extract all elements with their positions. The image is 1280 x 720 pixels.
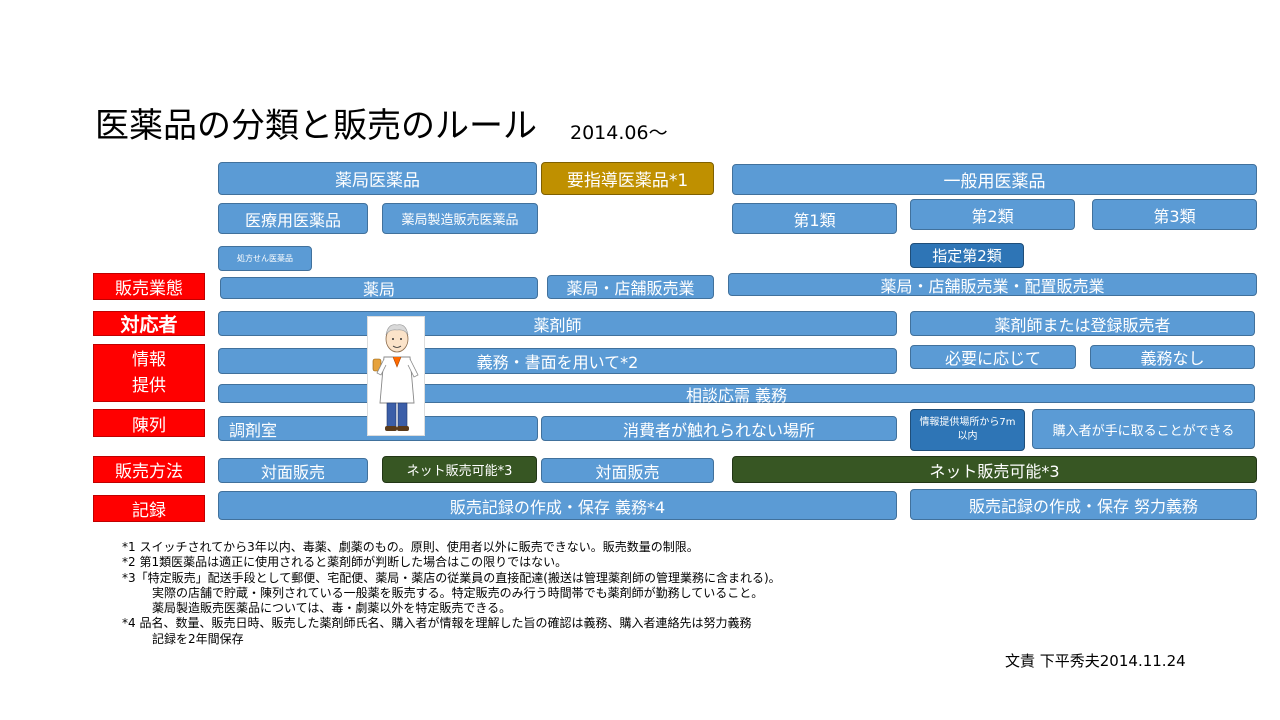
page-subtitle: 2014.06～ [570, 122, 668, 144]
category-class3: 第3類 [1092, 199, 1257, 230]
category-rx-only: 処方せん医薬品 [218, 246, 312, 271]
row-label-info-line2: 提供 [132, 376, 166, 396]
category-pharmacy-made: 薬局製造販売医薬品 [382, 203, 538, 234]
footnote: *4 品名、数量、販売日時、販売した薬剤師氏名、購入者が情報を理解した旨の確認は… [122, 616, 752, 631]
category-guidance-required: 要指導医薬品*1 [541, 162, 714, 195]
footnotes: *1 スイッチされてから3年以内、毒薬、劇薬のもの。原則、使用者以外に販売できな… [122, 540, 781, 647]
row-label-method: 販売方法 [93, 456, 205, 483]
footnote: 記録を2年間保存 [152, 631, 244, 646]
page-title: 医薬品の分類と販売のルール [95, 106, 537, 146]
category-designated-class2: 指定第2類 [910, 243, 1024, 268]
cell-record-mandatory: 販売記録の作成・保存 義務*4 [218, 491, 897, 520]
pharmacist-illustration [367, 316, 425, 436]
cell-staff-pharmacist-or-registered: 薬剤師または登録販売者 [910, 311, 1255, 336]
row-label-info: 情報 提供 [93, 344, 205, 402]
footnote: 薬局製造販売医薬品については、毒・劇薬以外を特定販売できる。 [152, 601, 512, 616]
cell-business-all: 薬局・店舗販売業・配置販売業 [728, 273, 1257, 296]
cell-method-net2: ネット販売可能*3 [732, 456, 1257, 483]
footnote: *1 スイッチされてから3年以内、毒薬、劇薬のもの。原則、使用者以外に販売できな… [122, 540, 699, 554]
footnote: 実際の店舗で貯蔵・陳列されている一般薬を販売する。特定販売のみ行う時間帯でも薬剤… [152, 585, 764, 600]
cell-record-effort: 販売記録の作成・保存 努力義務 [910, 489, 1257, 520]
footnote: *2 第1類医薬品は適正に使用されると薬剤師が判断した場合はこの限りではない。 [122, 555, 568, 570]
category-pharmacy-drug: 薬局医薬品 [218, 162, 537, 195]
cell-staff-pharmacist: 薬剤師 [218, 311, 897, 336]
category-otc: 一般用医薬品 [732, 164, 1257, 195]
cell-info-mandatory-written: 義務・書面を用いて*2 [218, 348, 897, 374]
cell-display-inaccessible: 消費者が触れられない場所 [541, 416, 897, 441]
row-label-info-line1: 情報 [132, 350, 166, 370]
row-label-business: 販売業態 [93, 273, 205, 300]
row-label-record: 記録 [93, 495, 205, 522]
cell-consult: 相談応需 義務 [218, 384, 1255, 405]
cell-method-face2: 対面販売 [541, 458, 714, 483]
cell-business-pharmacy-store: 薬局・店舗販売業 [547, 275, 714, 299]
cell-info-none: 義務なし [1090, 345, 1255, 369]
row-label-staff: 対応者 [93, 311, 205, 336]
category-prescription: 医療用医薬品 [218, 203, 368, 234]
cell-business-pharmacy: 薬局 [220, 277, 538, 299]
footnote: *3「特定販売」配送手段として郵便、宅配便、薬局・薬店の従業員の直接配達(搬送は… [122, 570, 781, 585]
author-credit: 文責 下平秀夫2014.11.24 [1005, 652, 1186, 670]
category-class1: 第1類 [732, 203, 897, 234]
category-class2: 第2類 [910, 199, 1075, 230]
cell-display-within-7m: 情報提供場所から7m以内 [910, 409, 1025, 451]
row-label-display: 陳列 [93, 409, 205, 437]
cell-method-net1: ネット販売可能*3 [382, 456, 537, 483]
pharmacist-figure-icon [372, 324, 419, 431]
cell-method-face1: 対面販売 [218, 458, 368, 483]
cell-display-reachable: 購入者が手に取ることができる [1032, 409, 1255, 449]
cell-info-as-needed: 必要に応じて [910, 345, 1076, 369]
